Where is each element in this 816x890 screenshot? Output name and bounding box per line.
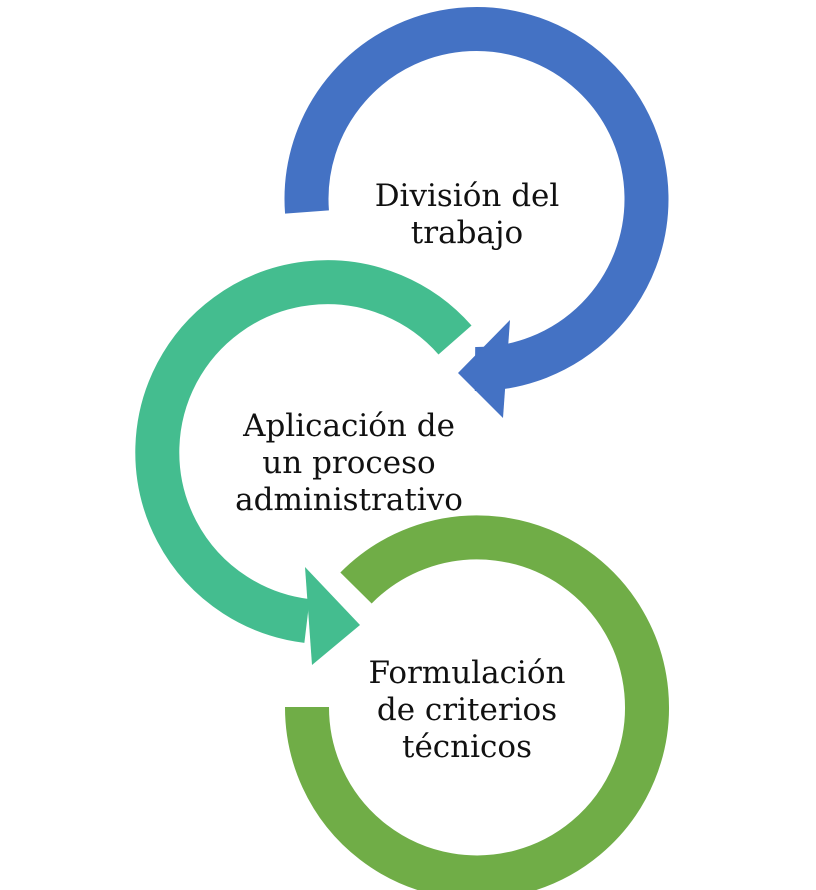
step-label-division: División del trabajo	[375, 178, 560, 252]
step-label-line: Formulación	[368, 655, 566, 691]
step-label-line: de criterios	[376, 692, 558, 728]
arrowhead-aplicacion	[305, 567, 360, 665]
step-label-line: un proceso	[262, 445, 436, 481]
arc-division	[284, 7, 669, 392]
step-label-aplicacion: Aplicación de un proceso administrativo	[235, 408, 463, 519]
step-label-line: División del	[374, 178, 560, 214]
step-label-formulacion: Formulación de criterios técnicos	[369, 655, 566, 766]
ring-formulacion	[285, 515, 669, 890]
step-label-line: trabajo	[410, 215, 524, 251]
step-label-line: Aplicación de	[243, 408, 455, 444]
step-label-line: administrativo	[235, 482, 463, 518]
step-label-line: técnicos	[402, 729, 532, 765]
arrowhead-division	[458, 320, 510, 418]
arc-aplicacion	[135, 260, 472, 643]
